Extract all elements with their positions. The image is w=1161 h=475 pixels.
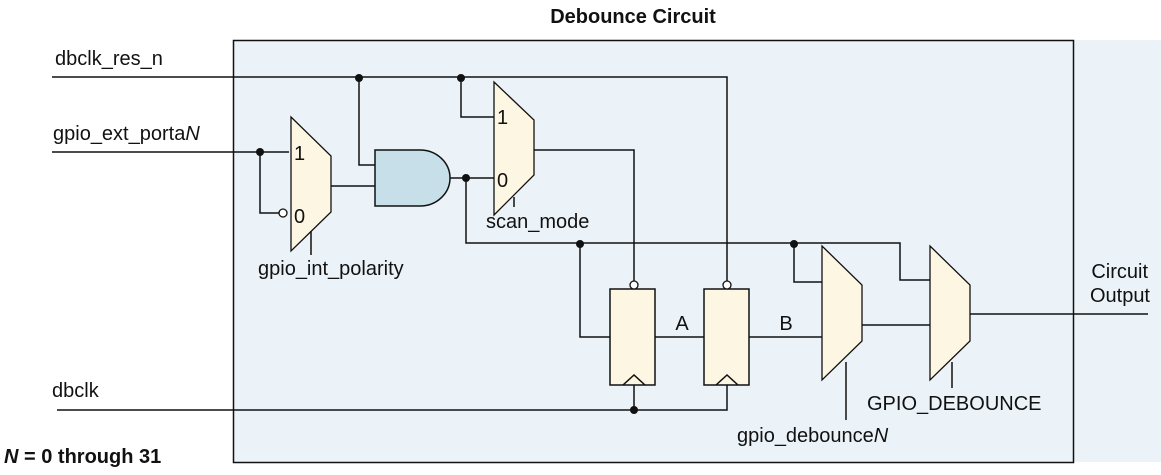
debounce-n-select-prefix: gpio_debounce xyxy=(737,425,874,447)
output-label-line1: Circuit xyxy=(1091,261,1148,283)
and-gate xyxy=(374,149,451,207)
reset-to-and-wire xyxy=(358,77,375,166)
debounce-global-mux xyxy=(929,244,971,382)
junction xyxy=(630,406,638,414)
junction xyxy=(457,74,465,82)
junction xyxy=(256,148,264,156)
scanmux-to-ff1-reset-wire xyxy=(534,149,635,283)
debounce-n-mux xyxy=(821,244,863,382)
footnote: N = 0 through 31 xyxy=(4,446,161,468)
ff1-data-wire xyxy=(579,243,610,338)
output-label-line2: Output xyxy=(1090,285,1150,307)
reset-wire xyxy=(52,76,728,283)
clock-wire xyxy=(57,385,728,411)
ff1-reset-bubble xyxy=(629,280,639,290)
ff1-clock-triangle xyxy=(622,373,646,386)
scan-select-label: scan_mode xyxy=(486,211,589,233)
reset-to-scanmux-wire xyxy=(460,77,494,118)
polarity-select-label: gpio_int_polarity xyxy=(258,258,404,280)
signal-a-label: A xyxy=(675,313,689,335)
ff2-reset-bubble xyxy=(722,280,732,290)
gpio-port-prefix: gpio_ext_porta xyxy=(53,123,186,145)
footnote-text: = 0 through 31 xyxy=(18,446,161,468)
flip-flop-2 xyxy=(703,288,750,386)
clock-label: dbclk xyxy=(52,380,100,402)
junction xyxy=(576,240,584,248)
bypass-wire xyxy=(465,178,930,281)
footnote-var: N xyxy=(4,446,19,468)
ff2-clock-triangle xyxy=(715,373,739,386)
polarity-mux xyxy=(290,115,332,253)
bypass-to-muxn-wire xyxy=(793,244,822,283)
reset-label: dbclk_res_n xyxy=(55,48,163,70)
debounce-n-select-label: gpio_debounceN xyxy=(737,425,889,447)
diagram-title: Debounce Circuit xyxy=(550,6,716,28)
polarity-mux-input-0: 0 xyxy=(294,206,305,228)
signal-b-label: B xyxy=(779,313,792,335)
scan-mux-input-0: 0 xyxy=(497,170,508,192)
debounce-n-select-suffix: N xyxy=(874,425,889,447)
debounce-global-select-label: GPIO_DEBOUNCE xyxy=(867,393,1041,415)
junction xyxy=(355,74,363,82)
polarity-mux-input-1: 1 xyxy=(294,143,305,165)
flip-flop-1 xyxy=(609,288,656,386)
gpio-inverted-wire xyxy=(259,152,279,214)
inverter-bubble xyxy=(278,208,288,218)
scan-mux-input-1: 1 xyxy=(497,107,508,129)
gpio-port-label: gpio_ext_portaN xyxy=(53,123,200,145)
gpio-port-suffix: N xyxy=(185,123,200,145)
scan-mux xyxy=(493,80,535,217)
